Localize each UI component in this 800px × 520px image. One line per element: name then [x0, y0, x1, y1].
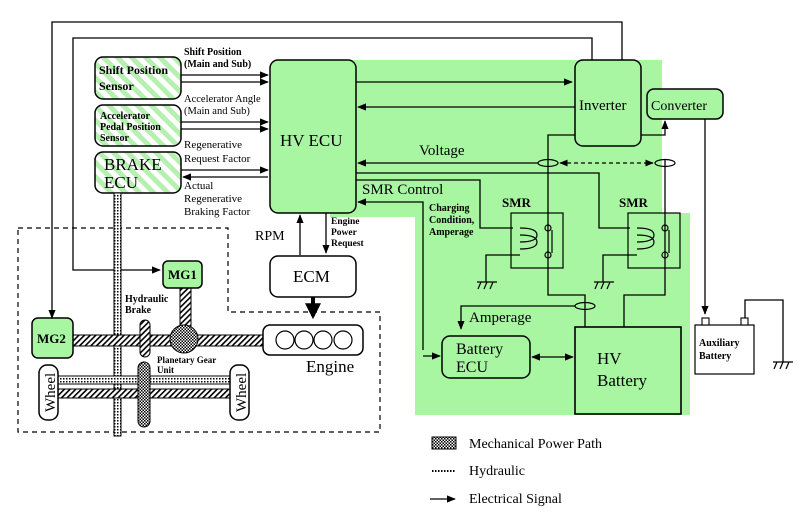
accel-angle-signal-label-1: Accelerator Angle: [184, 94, 261, 105]
converter[interactable]: Converter: [646, 88, 724, 120]
mg1-label: MG1: [168, 267, 197, 282]
legend: Mechanical Power Path Hydraulic Electric…: [430, 436, 602, 507]
inverter[interactable]: Inverter: [574, 59, 642, 147]
rpm-label: RPM: [255, 229, 285, 244]
inverter-wire-right: [641, 120, 669, 136]
brake-ecu[interactable]: BRAKE ECU: [94, 151, 182, 194]
accel-sensor-label-3: Sensor: [100, 133, 129, 144]
aux-battery-ground-wire: [744, 299, 784, 362]
cylinder-icon: [333, 330, 353, 350]
legend-hydraulic-label: Hydraulic: [469, 464, 525, 479]
accel-sensor-label-2: Pedal Position: [100, 122, 161, 133]
cylinder-icon: [294, 330, 314, 350]
brake-ecu-label-1: BRAKE: [104, 155, 162, 174]
hydraulic-brake-label-2: Brake: [125, 305, 152, 316]
amperage-signal: [457, 305, 575, 330]
wheel-left-label: Wheel: [43, 373, 59, 412]
signal-line-inverter-mg1: [72, 37, 593, 274]
accel-angle-signal-label-2: (Main and Sub): [184, 106, 250, 117]
battery-ecu[interactable]: Battery ECU: [441, 335, 531, 379]
differential-gear: [137, 361, 151, 428]
smr-left[interactable]: SMR: [485, 195, 564, 282]
inverter-label: Inverter: [579, 98, 626, 114]
charging-label-3: Amperage: [429, 227, 474, 238]
hydraulic-brake-label-1: Hydraulic: [125, 294, 169, 305]
regen-request-label-2: Request Factor: [184, 153, 251, 165]
smr-control-line-1: [356, 179, 513, 229]
hv-battery-label-2: Battery: [597, 371, 648, 390]
shift-sensor-label-2: Sensor: [99, 79, 134, 93]
mg2-label: MG2: [37, 331, 66, 346]
regen-request-label-1: Regenerative: [184, 139, 242, 151]
shift-position-sensor[interactable]: Shift Position Sensor: [94, 56, 182, 100]
smr-left-coil-icon: [519, 227, 538, 250]
smr-control-label: SMR Control: [362, 182, 443, 198]
aux-battery-label-1: Auxiliary: [699, 338, 740, 349]
engine[interactable]: Engine: [262, 324, 364, 376]
charging-condition-signal: [357, 198, 424, 350]
amperage-label: Amperage: [469, 310, 532, 326]
wheel-right[interactable]: Wheel: [229, 364, 250, 421]
engine-power-label-2: Power: [331, 228, 358, 238]
ecm[interactable]: ECM: [269, 255, 357, 298]
ground-icon-smr-right: [594, 281, 614, 290]
hv-battery-label-1: HV: [597, 349, 622, 368]
engine-label: Engine: [306, 357, 354, 376]
voltage-label: Voltage: [419, 143, 465, 159]
battery-ecu-label-2: ECU: [456, 359, 488, 376]
mg1[interactable]: MG1: [162, 260, 203, 289]
engine-power-label-3: Request: [331, 239, 365, 249]
hv-ecu-label: HV ECU: [280, 131, 343, 150]
hv-ecu[interactable]: HV ECU: [269, 59, 357, 214]
cylinder-icon: [313, 330, 333, 350]
planetary-gear-label-1: Planetary Gear: [157, 355, 216, 365]
shift-position-signal-label-2: (Main and Sub): [184, 59, 251, 70]
shift-sensor-label-1: Shift Position: [99, 63, 168, 77]
legend-electrical-label: Electrical Signal: [469, 492, 562, 507]
smr-right-label: SMR: [619, 195, 649, 210]
charging-label-1: Charging: [429, 203, 470, 214]
shift-position-signal-label-1: Shift Position: [184, 47, 242, 58]
planetary-gear-unit[interactable]: [169, 324, 199, 354]
cylinder-icon: [275, 330, 295, 350]
planetary-gear-label-2: Unit: [157, 365, 174, 375]
hydraulic-brake-disc: [139, 319, 151, 358]
actual-regen-label-1: Actual: [184, 180, 213, 192]
wheel-left[interactable]: Wheel: [38, 364, 59, 421]
smr-right-coil-icon: [636, 227, 655, 250]
inverter-wire-left: [547, 134, 586, 327]
hydraulic-line: [113, 192, 122, 437]
smr-left-label: SMR: [502, 195, 532, 210]
aux-battery-label-2: Battery: [699, 351, 731, 362]
accelerator-pedal-sensor[interactable]: Accelerator Pedal Position Sensor: [94, 104, 182, 147]
engine-power-label-1: Engine: [331, 217, 360, 227]
battery-ecu-label-1: Battery: [456, 341, 503, 358]
ground-icon-aux: [773, 361, 793, 370]
legend-mechanical-swatch: [431, 436, 457, 450]
smr-right[interactable]: SMR: [602, 195, 681, 282]
converter-bus-right: [623, 160, 666, 327]
auxiliary-battery[interactable]: Auxiliary Battery: [694, 317, 755, 375]
converter-label: Converter: [651, 99, 707, 114]
powertrain-boundary: [17, 227, 381, 433]
hv-battery[interactable]: HV Battery: [574, 326, 682, 415]
mg2[interactable]: MG2: [31, 317, 74, 359]
signal-line-inverter-mg2: [48, 21, 623, 319]
ground-icon-smr-left: [477, 281, 497, 290]
legend-mechanical-label: Mechanical Power Path: [469, 437, 602, 452]
ecm-label: ECM: [293, 267, 330, 286]
actual-regen-label-2: Regenerative: [184, 193, 242, 205]
actual-regen-label-3: Braking Factor: [184, 206, 251, 218]
wheel-right-label: Wheel: [234, 373, 250, 412]
charging-label-2: Condition,: [429, 215, 475, 226]
accel-sensor-label-1: Accelerator: [100, 111, 151, 122]
smr-control-line-2: [356, 172, 630, 229]
brake-ecu-label-2: ECU: [104, 173, 138, 192]
main-shaft: [72, 334, 264, 347]
